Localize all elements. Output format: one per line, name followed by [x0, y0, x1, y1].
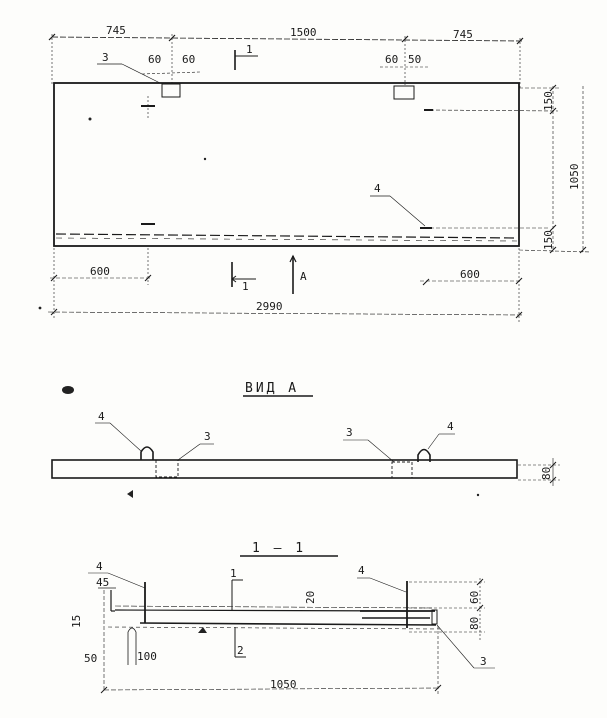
plan-view	[47, 33, 591, 322]
view-arrow-label: A	[300, 270, 307, 283]
dim-bottom-left: 600	[90, 265, 110, 278]
section-mark-top-section: 1	[230, 567, 237, 580]
dim-width-section: 1050	[270, 678, 297, 691]
dim-inner: 20	[304, 591, 317, 604]
dim-right-upper: 60	[468, 591, 481, 604]
dim-thickness: 80	[540, 467, 553, 480]
dim-top-left-section: 45	[96, 576, 109, 589]
dim-top-left: 745	[106, 24, 126, 37]
section-mark-bottom-section: 2	[237, 644, 244, 657]
view-a	[51, 395, 560, 486]
callout-loop-plan: 4	[374, 182, 381, 195]
section-mark-bottom: 1	[242, 280, 249, 293]
callout-loop-right-section: 4	[358, 564, 365, 577]
callout-insert-right: 3	[346, 426, 353, 439]
callout-insert-section: 3	[480, 655, 487, 668]
dim-right-lower: 80	[468, 617, 481, 630]
section-mark-top: 1	[246, 43, 253, 56]
section-title: 1 — 1	[252, 541, 306, 556]
dim-loop-height: 100	[137, 650, 157, 663]
dim-overall-length: 2990	[256, 300, 283, 313]
callout-loop-right: 4	[447, 420, 454, 433]
dim-right-bottom: 150	[542, 230, 555, 250]
dim-insert-right-b: 50	[408, 53, 421, 66]
dim-insert-right-a: 60	[385, 53, 398, 66]
view-a-title: ВИД А	[245, 381, 299, 396]
dim-right-overall: 1050	[568, 164, 581, 191]
callout-loop-left-section: 4	[96, 560, 103, 573]
dim-left-small: 15	[70, 615, 83, 628]
scan-artifacts	[38, 117, 480, 633]
callout-loop-left: 4	[98, 410, 105, 423]
dim-top-middle: 1500	[290, 26, 317, 39]
section-1-1	[88, 555, 495, 694]
dim-insert-left-a: 60	[148, 53, 161, 66]
dim-insert-left-b: 60	[182, 53, 195, 66]
dim-left-height: 50	[84, 652, 97, 665]
dim-top-right: 745	[453, 28, 473, 41]
dim-right-top: 150	[542, 91, 555, 111]
dim-bottom-right: 600	[460, 268, 480, 281]
callout-insert-plan: 3	[102, 51, 109, 64]
callout-insert-left: 3	[204, 430, 211, 443]
